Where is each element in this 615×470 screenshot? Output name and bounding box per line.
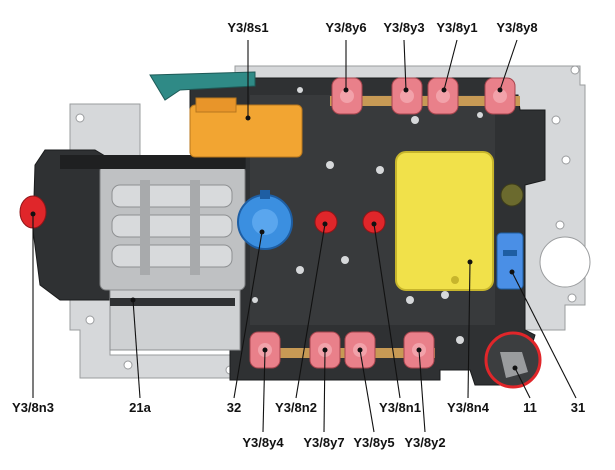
labels: Y3/8s1 Y3/8y6 Y3/8y3 Y3/8y1 Y3/8y8 Y3/8n…	[12, 20, 585, 450]
valve-body	[60, 155, 246, 351]
control-unit-Y3-8n4	[395, 151, 494, 291]
label-32: 32	[227, 400, 241, 415]
label-11: 11	[523, 400, 537, 415]
label-Y3-8y3: Y3/8y3	[383, 20, 424, 35]
label-Y3-8n2: Y3/8n2	[275, 400, 317, 415]
speed-sensor-31	[496, 232, 524, 290]
label-21a: 21a	[129, 400, 151, 415]
label-Y3-8n4: Y3/8n4	[447, 400, 490, 415]
green-bracket	[149, 71, 256, 101]
label-Y3-8y1: Y3/8y1	[436, 20, 477, 35]
label-Y3-8y4: Y3/8y4	[242, 435, 284, 450]
position-sensor-Y3-8s1	[189, 97, 303, 158]
label-Y3-8s1: Y3/8s1	[227, 20, 268, 35]
solenoid-Y3-8y6	[331, 77, 363, 115]
label-Y3-8y7: Y3/8y7	[303, 435, 344, 450]
leader-lines	[30, 39, 577, 433]
solenoid-Y3-8y8	[484, 77, 516, 115]
label-Y3-8n1: Y3/8n1	[379, 400, 421, 415]
pressure-sensor-32	[237, 190, 293, 250]
top-ribbon	[330, 96, 520, 106]
label-Y3-8y8: Y3/8y8	[496, 20, 537, 35]
label-Y3-8y5: Y3/8y5	[353, 435, 394, 450]
solenoid-Y3-8y3	[391, 77, 423, 115]
bottom-ribbon	[250, 348, 435, 358]
label-31: 31	[571, 400, 585, 415]
temperature-sensor	[500, 183, 524, 207]
label-Y3-8y2: Y3/8y2	[404, 435, 445, 450]
label-Y3-8y6: Y3/8y6	[325, 20, 366, 35]
connector-11	[484, 331, 542, 389]
solenoid-Y3-8y1	[427, 77, 459, 115]
label-Y3-8n3: Y3/8n3	[12, 400, 54, 415]
